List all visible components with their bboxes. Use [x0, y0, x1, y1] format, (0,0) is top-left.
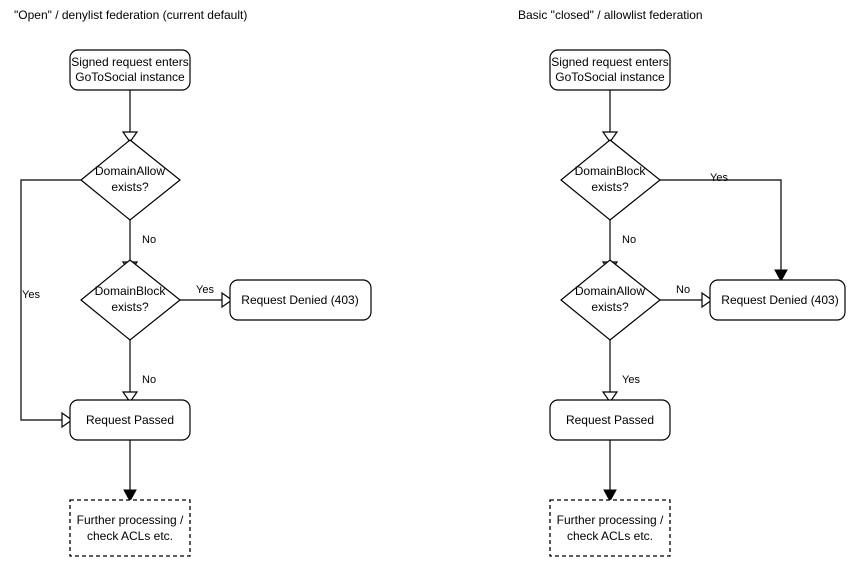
node-decision-domainallow-right[interactable]: DomainAllow exists? [560, 259, 661, 341]
edge-decision2-yes-to-passed-right: Yes [601, 340, 640, 404]
edge-decision1-yes-to-denied-right: Yes [660, 172, 788, 283]
entry-label-line2-right: GoToSocial instance [555, 70, 665, 84]
node-entry-right[interactable]: Signed request enters GoToSocial instanc… [549, 49, 671, 91]
edge-label-decision2-no-right: No [676, 284, 690, 296]
panel-title-closed-allowlist: Basic "closed" / allowlist federation [518, 8, 703, 22]
entry-label-line1-left: Signed request enters [71, 55, 188, 69]
node-further-processing-right[interactable]: Further processing / check ACLs etc. [549, 499, 671, 557]
passed-label-left: Request Passed [86, 413, 174, 427]
denied-box-shape-right [709, 279, 846, 321]
decision2-label-line2-left: exists? [111, 300, 149, 314]
edge-passed-to-further-left [123, 440, 137, 503]
node-request-denied-right[interactable]: Request Denied (403) [709, 279, 846, 321]
further-label-line2-right: check ACLs etc. [567, 529, 653, 543]
panel-title-open-denylist: "Open" / denylist federation (current de… [14, 8, 247, 22]
decision1-label-line2-left: exists? [111, 180, 149, 194]
edge-decision2-no-to-denied-right: No [660, 284, 714, 309]
entry-label-line2-left: GoToSocial instance [75, 70, 185, 84]
panel-open-denylist: "Open" / denylist federation (current de… [14, 8, 372, 557]
edge-label-decision2-yes-left: Yes [196, 284, 214, 296]
node-decision-domainblock-left[interactable]: DomainBlock exists? [80, 259, 181, 341]
node-entry-left[interactable]: Signed request enters GoToSocial instanc… [69, 49, 191, 91]
edge-label-decision1-no-right: No [622, 234, 636, 246]
edge-label-decision1-yes-right: Yes [710, 172, 728, 184]
further-box-shape-right [549, 499, 671, 557]
decision1-label-line1-right: DomainBlock [575, 164, 647, 178]
edge-entry-to-decision1-left [121, 90, 139, 144]
decision1-label-line2-right: exists? [591, 180, 629, 194]
decision2-label-line1-right: DomainAllow [575, 284, 645, 298]
decision2-label-line2-right: exists? [591, 300, 629, 314]
node-decision-domainallow-left[interactable]: DomainAllow exists? [80, 139, 181, 221]
denied-label-right: Request Denied (403) [721, 293, 838, 307]
entry-label-line1-right: Signed request enters [551, 55, 668, 69]
denied-label-left: Request Denied (403) [241, 293, 358, 307]
decision1-label-line1-left: DomainAllow [95, 164, 165, 178]
node-further-processing-left[interactable]: Further processing / check ACLs etc. [69, 499, 191, 557]
panel-closed-allowlist: Basic "closed" / allowlist federation Si… [518, 8, 846, 557]
edge-entry-to-decision1-right [601, 90, 619, 144]
passed-label-right: Request Passed [566, 413, 654, 427]
node-request-denied-left[interactable]: Request Denied (403) [229, 279, 372, 321]
edge-label-decision2-yes-right: Yes [622, 374, 640, 386]
edge-decision2-no-to-passed-left: No [121, 340, 156, 404]
edge-decision2-yes-to-denied-left: Yes [180, 284, 234, 309]
edge-passed-to-further-right [603, 440, 617, 503]
further-box-shape-left [69, 499, 191, 557]
edge-decision1-yes-to-passed-left: Yes [20, 179, 81, 429]
node-request-passed-right[interactable]: Request Passed [549, 399, 671, 441]
edge-label-decision1-yes-left: Yes [22, 289, 40, 301]
decision2-label-line1-left: DomainBlock [95, 284, 167, 298]
further-label-line1-left: Further processing / [77, 513, 184, 527]
further-label-line2-left: check ACLs etc. [87, 529, 173, 543]
edge-label-decision1-no-left: No [142, 234, 156, 246]
node-request-passed-left[interactable]: Request Passed [69, 399, 191, 441]
edge-label-decision2-no-left: No [142, 374, 156, 386]
denied-box-shape-left [229, 279, 372, 321]
node-decision-domainblock-right[interactable]: DomainBlock exists? [560, 139, 661, 221]
further-label-line1-right: Further processing / [557, 513, 664, 527]
